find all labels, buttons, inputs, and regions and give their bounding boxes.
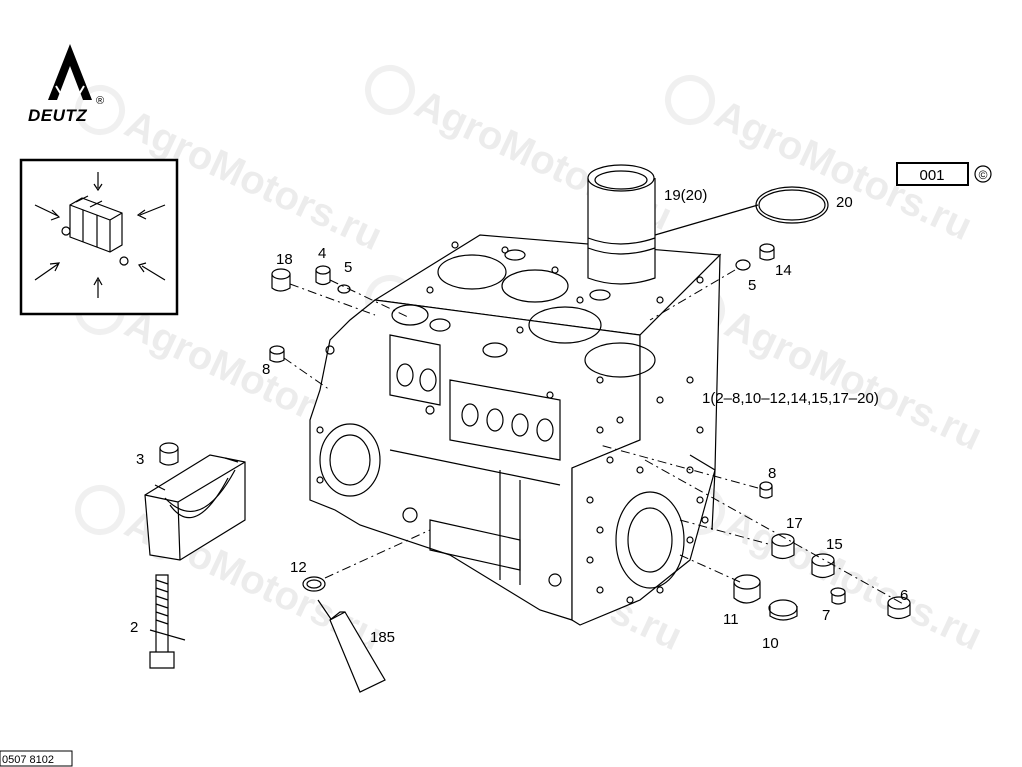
part-labels: 19(20) 20 18 4 5 5 14 8 8 3 2 12 185 17 … (130, 187, 908, 652)
label-4: 4 (318, 245, 326, 262)
label-6: 6 (900, 587, 908, 604)
sealant-tube-icon (317, 599, 386, 693)
copyright-mark: © (979, 168, 988, 182)
cylinder-liner (587, 164, 656, 285)
label-14: 14 (775, 262, 792, 279)
plug-parts (269, 265, 351, 363)
label-2: 2 (130, 619, 138, 636)
label-5-right: 5 (748, 277, 756, 294)
leader-line (654, 204, 759, 236)
watermark-text: AgroMotors.ru (718, 302, 988, 459)
page-number-box: 001 © (896, 162, 992, 186)
plug-ring (302, 576, 326, 592)
label-10: 10 (762, 635, 779, 652)
label-7: 7 (822, 607, 830, 624)
crankcase-block (309, 234, 722, 626)
document-code: 0507 8102 (0, 750, 73, 767)
label-18: 18 (276, 251, 293, 268)
label-11: 11 (723, 611, 739, 628)
label-185: 185 (370, 629, 395, 646)
label-15: 15 (826, 536, 843, 553)
label-8: 8 (262, 361, 270, 378)
doc-code-text: 0507 8102 (2, 754, 54, 766)
registered-mark: ® (96, 95, 104, 107)
label-19-20: 19(20) (664, 187, 707, 204)
bearing-parts (733, 533, 911, 621)
page-number: 001 (919, 167, 944, 184)
label-5: 5 (344, 259, 352, 276)
main-bearing-cap (144, 442, 246, 669)
orientation-view-icon (19, 158, 179, 316)
assembly-label: 1(2–8,10–12,14,15,17–20) (702, 390, 879, 407)
o-ring (755, 186, 829, 224)
seal-ring (735, 259, 751, 271)
label-3: 3 (136, 451, 144, 468)
label-20: 20 (836, 194, 853, 211)
deutz-logo-icon: DEUTZ ® (28, 44, 104, 125)
label-12: 12 (290, 559, 307, 576)
o-ring-inner (758, 189, 826, 221)
label-8-right: 8 (768, 465, 776, 482)
logo-wordmark: DEUTZ (28, 106, 87, 125)
label-17: 17 (786, 515, 803, 532)
